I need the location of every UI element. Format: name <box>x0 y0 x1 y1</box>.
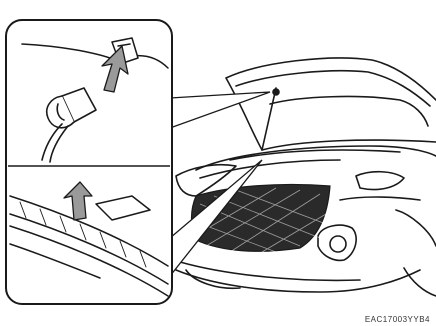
fog-lamp <box>318 225 356 260</box>
open-hood <box>226 58 436 150</box>
car-front <box>170 58 436 296</box>
hood-support-rod <box>262 88 276 150</box>
figure-code: EAC17003YYB4 <box>365 315 430 324</box>
engine-bay <box>196 146 436 170</box>
inset-frame <box>6 20 172 304</box>
callout-upper <box>170 92 270 128</box>
